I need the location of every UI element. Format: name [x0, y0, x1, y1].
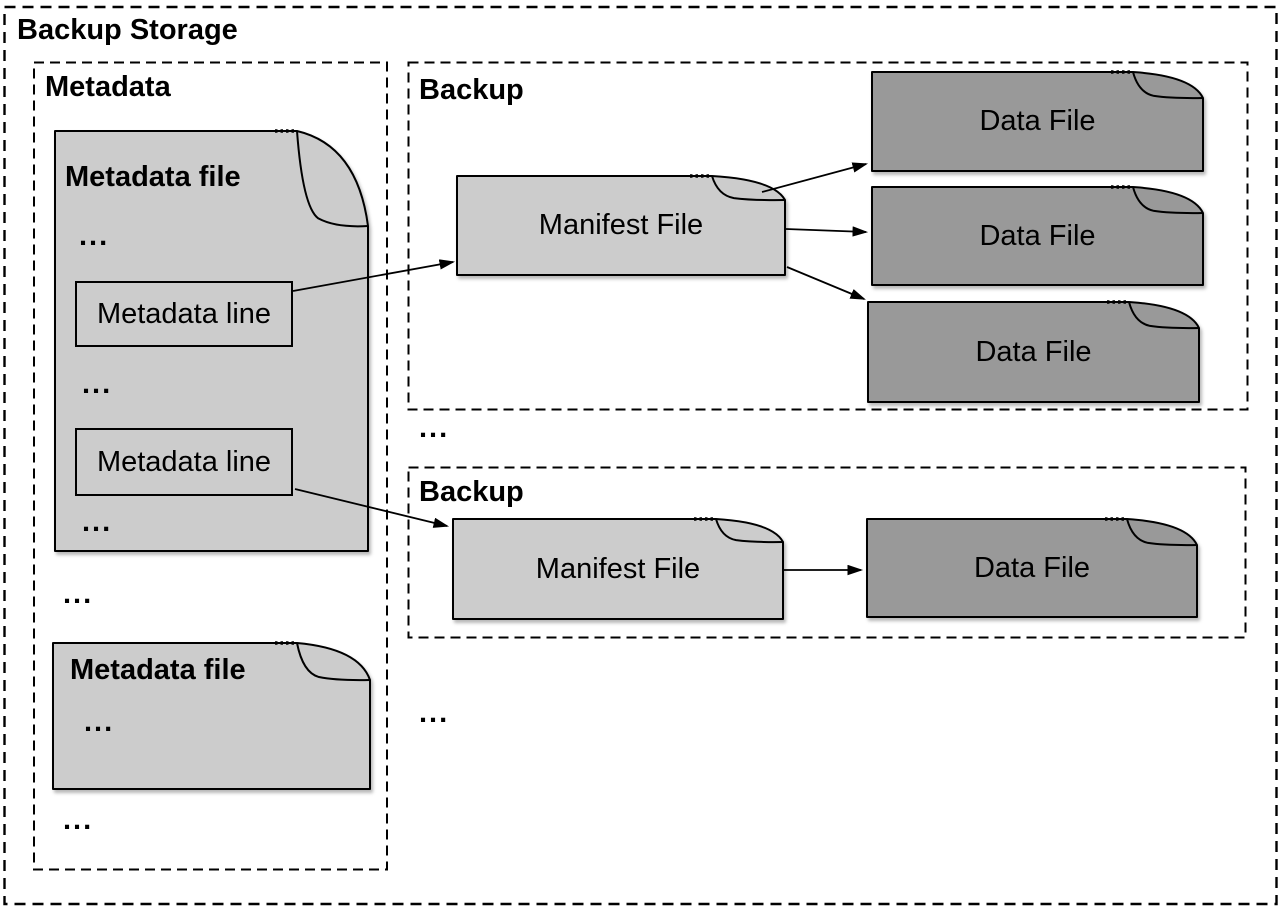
ellipsis-file2: ...	[84, 706, 115, 738]
manifest-file-2-shape	[452, 517, 784, 620]
manifest-file-2-label: Manifest File	[535, 552, 701, 585]
metadata-file-2-shape	[52, 641, 371, 790]
metadata-line-1-label: Metadata line	[96, 297, 272, 330]
backup-storage-title: Backup Storage	[17, 14, 238, 46]
metadata-section-title: Metadata	[45, 71, 171, 103]
metadata-line-1-box: Metadata line	[75, 281, 293, 347]
ellipsis-file1-a: ...	[79, 220, 110, 252]
arrow-manifest1-to-datafile3	[786, 266, 864, 300]
data-file-4-shape	[866, 517, 1198, 618]
ellipsis-file1-c: ...	[82, 506, 113, 538]
data-file-2-shape	[871, 185, 1204, 286]
backup-1-title: Backup	[419, 74, 524, 106]
data-file-3-shape	[867, 300, 1200, 403]
data-file-1-shape	[871, 70, 1204, 172]
data-file-1-label: Data File	[979, 105, 1096, 137]
ellipsis-file1-b: ...	[82, 368, 113, 400]
ellipsis-metadata-end: ...	[63, 804, 94, 836]
data-file-3-label: Data File	[975, 335, 1092, 368]
data-file-4-label: Data File	[973, 551, 1091, 584]
arrow-manifest1-to-datafile2	[785, 229, 866, 232]
metadata-file-1-title: Metadata file	[65, 161, 241, 193]
data-file-2-label: Data File	[979, 219, 1096, 252]
metadata-line-2-label: Metadata line	[96, 445, 272, 478]
ellipsis-backups-mid: ...	[419, 412, 450, 444]
ellipsis-metadata-mid: ...	[63, 578, 94, 610]
metadata-line-2-box: Metadata line	[75, 428, 293, 496]
ellipsis-bottom: ...	[419, 697, 450, 729]
manifest-file-1-label: Manifest File	[538, 209, 704, 241]
metadata-file-2-title: Metadata file	[70, 654, 246, 686]
backup-2-title: Backup	[419, 476, 524, 508]
